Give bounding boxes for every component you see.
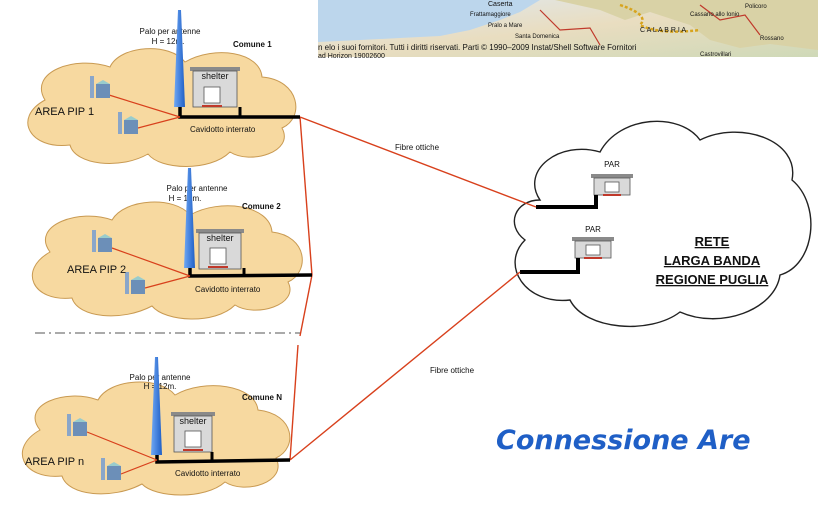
fiber-lines — [289, 116, 537, 461]
factory-icon — [101, 458, 121, 480]
par-node-2: PAR — [572, 225, 614, 259]
par-label: PAR — [604, 160, 620, 169]
map-place: Santa Domenica — [515, 34, 560, 40]
shelter-label: shelter — [201, 71, 228, 81]
fiber-label-2: Fibre ottiche — [430, 366, 475, 375]
pole-label: Palo per antenne — [130, 373, 191, 382]
antenna-pole — [184, 168, 195, 268]
map-place: Policoro — [745, 4, 767, 10]
network-title-line2: LARGA BANDA — [664, 253, 761, 268]
map-place: Rossano — [760, 36, 784, 42]
map-place: Castrovillari — [700, 52, 731, 58]
pole-height: H = 12m. — [144, 382, 177, 391]
map-region: C A L A B R I A — [640, 27, 686, 34]
network-cloud: RETE LARGA BANDA REGIONE PUGLIA — [513, 120, 812, 328]
fiber-label-1: Fibre ottiche — [395, 143, 440, 152]
area-label: AREA PIP 2 — [67, 264, 126, 276]
comune-label: Comune N — [242, 393, 282, 402]
map-strip: Caserta Frattamaggiore Policoro Rossano … — [318, 0, 818, 60]
map-place: Frattamaggiore — [470, 12, 511, 18]
antenna-pole — [151, 357, 162, 455]
par-node-1: PAR — [591, 160, 633, 196]
par-link-2 — [520, 258, 580, 274]
pole-label: Palo per antenne — [167, 184, 228, 193]
par-link-1 — [536, 195, 598, 209]
network-title-line3: REGIONE PUGLIA — [656, 272, 769, 287]
map-place: Cassano allo Ionio — [690, 12, 740, 18]
comune-2-site: Palo per antenne H = 12m. Comune 2 shelt… — [31, 168, 313, 320]
comune-label: Comune 2 — [242, 202, 281, 211]
pole-label: Palo per antenne — [140, 27, 201, 36]
page-title: Connessione Are — [496, 425, 751, 456]
duct-label: Cavidotto interrato — [195, 285, 261, 294]
par-label: PAR — [585, 225, 601, 234]
network-title-line1: RETE — [695, 234, 730, 249]
pole-height: H = 12m. — [152, 37, 185, 46]
map-place: Caserta — [488, 1, 513, 8]
factory-icon — [125, 272, 145, 294]
factory-icon — [92, 230, 112, 252]
comune-label: Comune 1 — [233, 40, 272, 49]
pole-height: H = 12m. — [169, 194, 202, 203]
shelter-label: shelter — [206, 233, 233, 243]
map-copyright-2: ad Horizon 19002600 — [318, 53, 385, 60]
map-copyright: n elo i suoi fornitori. Tutti i diritti … — [318, 43, 637, 52]
area-label: AREA PIP n — [25, 456, 84, 468]
factory-icon — [67, 414, 87, 436]
area-label: AREA PIP 1 — [35, 106, 94, 118]
map-place: Pralo a Mare — [488, 23, 523, 29]
factory-icon — [118, 112, 138, 134]
comune-1-site: Palo per antenne H = 12m. Comune 1 shelt… — [27, 10, 300, 167]
factory-icon — [90, 76, 110, 98]
shelter-label: shelter — [179, 416, 206, 426]
antenna-pole — [174, 10, 185, 107]
duct-label: Cavidotto interrato — [175, 469, 241, 478]
comune-n-site: Palo per antenne H = 12m. Comune N shelt… — [21, 357, 291, 496]
duct-label: Cavidotto interrato — [190, 125, 256, 134]
